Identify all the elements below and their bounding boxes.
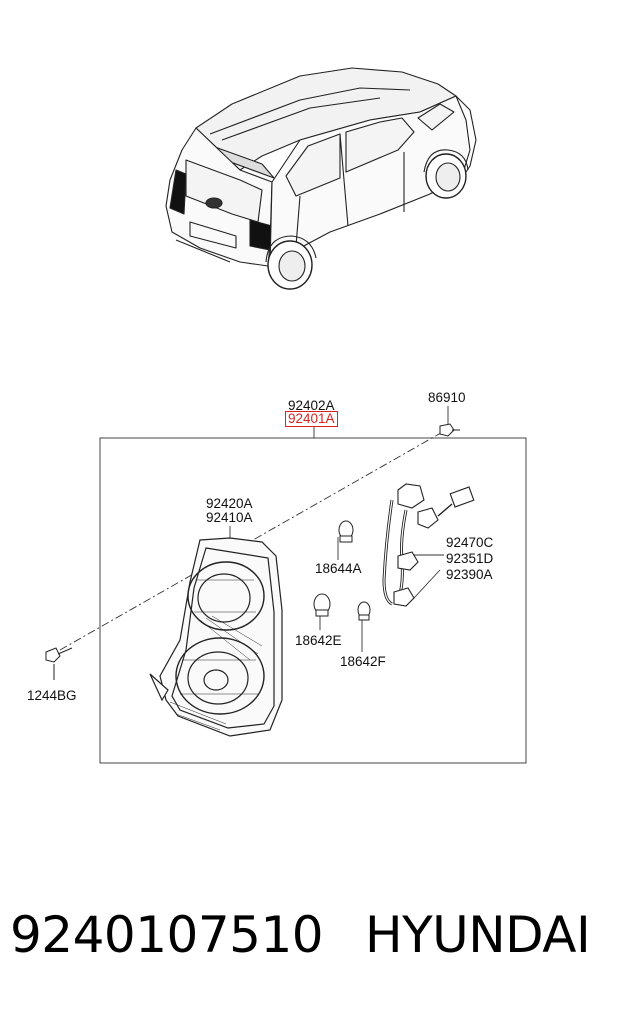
car-illustration <box>165 67 477 290</box>
assembly-frame <box>99 437 527 764</box>
part-number: 9240107510 <box>10 906 324 964</box>
label-1244BG: 1244BG <box>27 688 77 703</box>
label-92390A: 92390A <box>446 567 493 582</box>
label-92470C: 92470C <box>446 535 494 550</box>
frame-and-leaders <box>59 406 527 764</box>
brand-name: HYUNDAI <box>365 906 591 964</box>
bulb-18644A <box>338 520 354 543</box>
bulb-18642E <box>313 593 331 617</box>
label-92351D: 92351D <box>446 551 494 566</box>
label-92402A: 92402A <box>288 398 335 413</box>
label-18644A: 18644A <box>315 561 362 576</box>
screw-86910 <box>439 423 460 437</box>
label-92410A: 92410A <box>206 510 253 525</box>
label-18642F: 18642F <box>340 654 386 669</box>
tail-lamp-assembly <box>149 537 283 737</box>
wiring-harness <box>382 483 475 607</box>
bulb-18642F <box>357 601 371 621</box>
label-92401A-highlighted: 92401A <box>285 411 338 427</box>
label-86910: 86910 <box>428 390 466 405</box>
label-92420A: 92420A <box>206 496 253 511</box>
screw-1244BG <box>45 647 73 680</box>
label-18642E: 18642E <box>295 633 342 648</box>
